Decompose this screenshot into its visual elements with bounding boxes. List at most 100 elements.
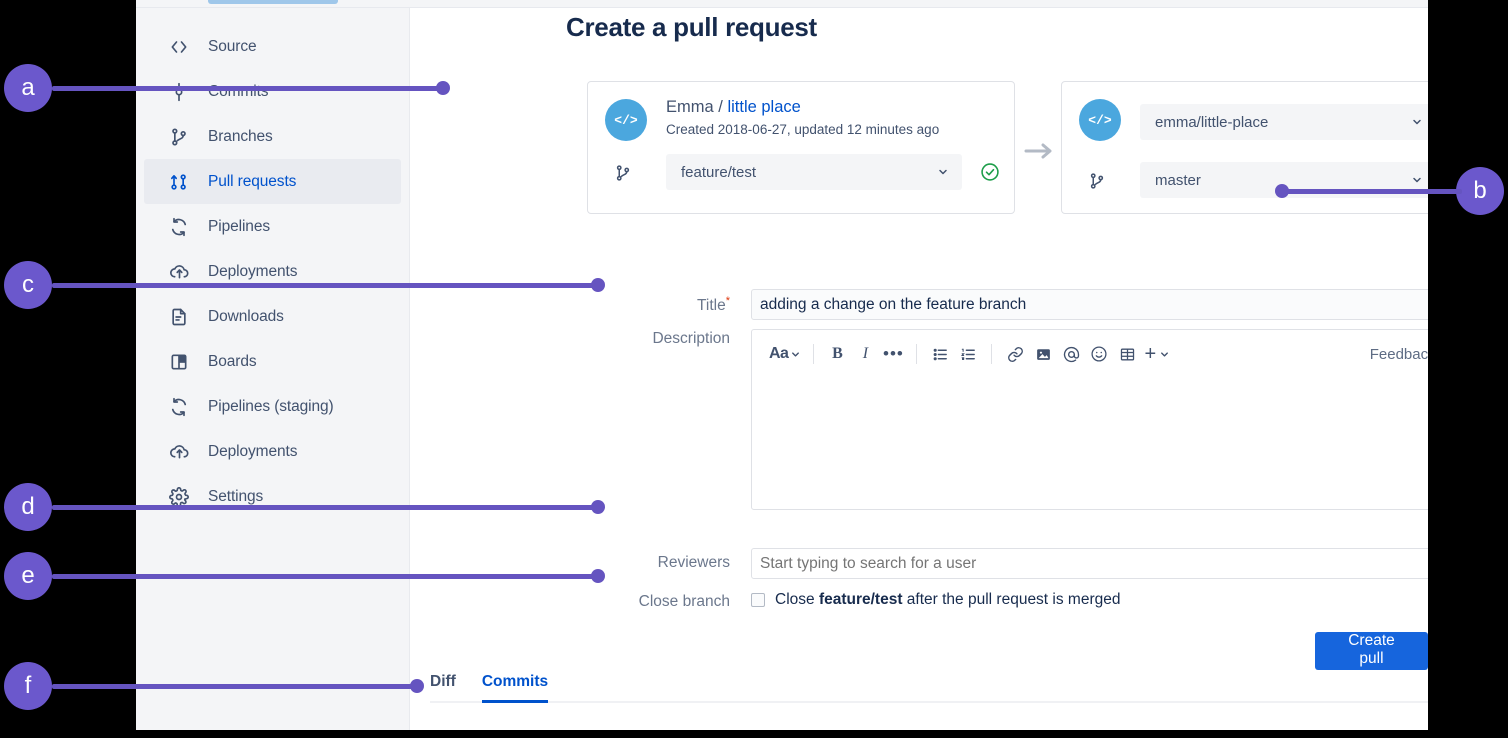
deployment-icon	[168, 441, 190, 463]
sidebar-item-pipelines-staging[interactable]: Pipelines (staging)	[144, 384, 401, 429]
app-window: Source Commits Branches	[136, 0, 1428, 730]
sidebar-item-label: Boards	[208, 352, 257, 370]
annotation-badge-f: f	[4, 662, 52, 710]
toolbar-divider	[916, 344, 918, 364]
mention-icon[interactable]	[1057, 340, 1085, 368]
sidebar-item-label: Downloads	[208, 307, 284, 325]
annotation-line-c	[52, 283, 604, 288]
source-repo-link[interactable]: little place	[727, 98, 801, 116]
more-formatting-icon[interactable]: •••	[883, 344, 904, 363]
pipeline-icon	[168, 396, 190, 418]
annotation-dot-f	[410, 679, 424, 693]
annotation-badge-e: e	[4, 552, 52, 600]
sidebar-item-branches[interactable]: Branches	[144, 114, 401, 159]
tab-diff[interactable]: Diff	[430, 673, 456, 690]
feedback-link[interactable]: Feedback	[1369, 345, 1428, 363]
sidebar-item-deployments-2[interactable]: Deployments	[144, 429, 401, 474]
annotation-line-a	[52, 86, 444, 91]
destination-repo-select[interactable]: emma/little-place	[1140, 104, 1428, 140]
annotation-badge-a: a	[4, 64, 52, 112]
sidebar-item-label: Pipelines	[208, 217, 271, 235]
annotation-dot-a	[436, 81, 450, 95]
tab-commits[interactable]: Commits	[481, 673, 549, 703]
code-icon	[168, 36, 190, 58]
annotation-dot-b	[1275, 184, 1289, 198]
annotation-dot-c	[591, 278, 605, 292]
destination-repo-value: emma/little-place	[1155, 113, 1269, 131]
toolbar-divider	[991, 344, 993, 364]
sidebar-nav-list: Source Commits Branches	[136, 8, 409, 519]
close-branch-branch-name: feature/test	[818, 591, 903, 608]
deployment-icon	[168, 261, 190, 283]
title-input[interactable]	[751, 289, 1428, 320]
link-icon[interactable]	[1001, 340, 1029, 368]
source-repo-meta: Created 2018-06-27, updated 12 minutes a…	[666, 122, 940, 137]
sidebar-item-label: Pull requests	[208, 172, 297, 190]
source-repo-heading: Emma / little place	[666, 98, 801, 117]
insert-more-icon[interactable]: +	[1141, 340, 1173, 368]
table-icon[interactable]	[1113, 340, 1141, 368]
source-branch-select-wrap: feature/test	[666, 154, 962, 190]
sidebar-item-label: Branches	[208, 127, 273, 145]
emoji-icon[interactable]	[1085, 340, 1113, 368]
close-branch-suffix: after the pull request is merged	[902, 591, 1121, 608]
toolbar-divider	[813, 344, 815, 364]
reviewers-input[interactable]	[751, 548, 1428, 579]
close-branch-label: Close branch	[638, 593, 730, 610]
annotation-badge-d: d	[4, 483, 52, 531]
source-branch-valid-icon	[980, 162, 1000, 182]
source-repo-panel: </> Emma / little place Created 2018-06-…	[587, 81, 1015, 214]
source-branch-value: feature/test	[681, 163, 757, 181]
image-icon[interactable]	[1029, 340, 1057, 368]
bottom-tabs: Diff Commits	[430, 673, 1428, 703]
board-icon	[168, 351, 190, 373]
chevron-down-icon	[1411, 174, 1423, 186]
sidebar-item-source[interactable]: Source	[144, 24, 401, 69]
reviewers-label: Reviewers	[657, 554, 730, 571]
bullet-list-icon[interactable]	[926, 340, 954, 368]
sidebar-item-label: Deployments	[208, 442, 298, 460]
title-label-text: Title	[697, 297, 726, 315]
source-repo-separator: /	[718, 98, 723, 116]
text-style-icon[interactable]: Aa	[766, 340, 804, 368]
repository-sidebar: Source Commits Branches	[136, 8, 410, 730]
description-editor[interactable]: Aa B I •••	[751, 329, 1428, 510]
close-branch-checkbox[interactable]	[751, 593, 765, 607]
close-branch-row: Close feature/test after the pull reques…	[751, 591, 1120, 609]
destination-repo-panel: </> emma/little-place	[1061, 81, 1428, 214]
annotation-badge-b: b	[1456, 167, 1504, 215]
sidebar-item-deployments[interactable]: Deployments	[144, 249, 401, 294]
browser-tab-stub[interactable]	[208, 0, 338, 4]
pull-request-icon	[168, 171, 190, 193]
commit-icon	[168, 81, 190, 103]
pipeline-icon	[168, 216, 190, 238]
annotation-line-e	[52, 574, 604, 579]
browser-tab-strip	[136, 0, 1428, 8]
sidebar-item-pipelines[interactable]: Pipelines	[144, 204, 401, 249]
branch-icon	[1086, 170, 1108, 192]
editor-toolbar: Aa B I •••	[752, 330, 1428, 378]
sidebar-item-boards[interactable]: Boards	[144, 339, 401, 384]
annotation-line-d	[52, 505, 604, 510]
bold-icon[interactable]: B	[832, 345, 843, 362]
source-branch-select[interactable]: feature/test	[666, 154, 962, 190]
annotation-line-f	[52, 684, 420, 689]
destination-branch-value: master	[1155, 171, 1201, 189]
sidebar-item-settings[interactable]: Settings	[144, 474, 401, 519]
main-content: Create a pull request </> Emma / little …	[410, 8, 1428, 722]
page-title: Create a pull request	[566, 12, 817, 42]
merge-direction-arrow-icon	[1024, 143, 1054, 159]
numbered-list-icon[interactable]	[954, 340, 982, 368]
title-label: Title*	[430, 295, 730, 315]
annotation-line-b	[1286, 189, 1462, 194]
chevron-down-icon	[1411, 116, 1423, 128]
sidebar-item-commits[interactable]: Commits	[144, 69, 401, 114]
sidebar-item-pull-requests[interactable]: Pull requests	[144, 159, 401, 204]
gear-icon	[168, 486, 190, 508]
sidebar-item-label: Source	[208, 37, 257, 55]
italic-icon[interactable]: I	[862, 345, 869, 362]
create-pull-request-button[interactable]: Create pull request	[1315, 632, 1428, 685]
annotation-badge-c: c	[4, 261, 52, 309]
sidebar-item-downloads[interactable]: Downloads	[144, 294, 401, 339]
sidebar-item-label: Settings	[208, 487, 264, 505]
